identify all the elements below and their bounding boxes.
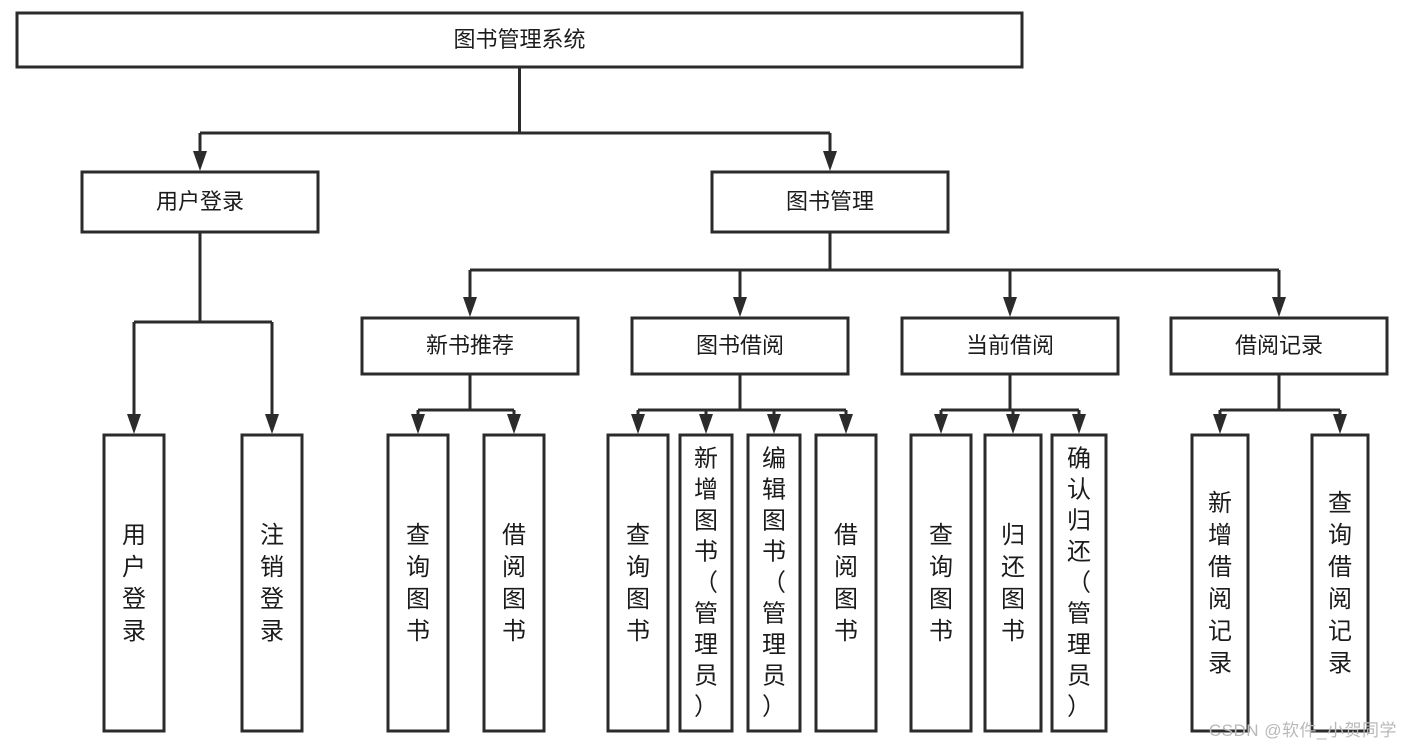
- node-box-borrow-add-book: [678, 433, 734, 733]
- node-label-user-login: 用户登录: [156, 189, 244, 214]
- node-box-current-return-book: [983, 433, 1043, 733]
- arrow-head-icon: [839, 414, 853, 434]
- node-label-current-confirm-return: 确认归还（管理员）: [1067, 446, 1091, 721]
- node-label-new-book-recommend: 新书推荐: [426, 333, 514, 358]
- node-box-current-query-book: [909, 433, 973, 733]
- arrow-head-icon: [1213, 414, 1227, 434]
- node-label-current-return-book: 归还图书: [1001, 522, 1025, 645]
- arrow-head-icon: [127, 414, 141, 434]
- node-label-records-add: 新增借阅记录: [1208, 490, 1232, 677]
- node-label-root: 图书管理系统: [453, 27, 585, 52]
- arrow-head-icon: [823, 151, 837, 171]
- node-borrow-add-book[interactable]: 新增图书（管理员）: [678, 433, 734, 733]
- node-label-book-borrow: 图书借阅: [696, 333, 784, 358]
- node-box-borrow-edit-book: [746, 433, 802, 733]
- node-box-user-login-leaf: [102, 433, 166, 733]
- node-user-login[interactable]: 用户登录: [80, 170, 320, 234]
- node-root[interactable]: 图书管理系统: [15, 11, 1024, 69]
- node-label-borrow-records: 借阅记录: [1235, 333, 1323, 358]
- node-box-book-borrow: [630, 316, 850, 376]
- arrow-head-icon: [699, 414, 713, 434]
- node-current-borrow[interactable]: 当前借阅: [900, 316, 1120, 376]
- node-recommend-borrow-book[interactable]: 借阅图书: [482, 433, 546, 733]
- arrow-head-icon: [193, 151, 207, 171]
- node-borrow-borrow-book[interactable]: 借阅图书: [814, 433, 878, 733]
- arrow-head-icon: [733, 297, 747, 317]
- nodes-layer: 图书管理系统用户登录用户登录注销登录图书管理新书推荐查询图书借阅图书图书借阅查询…: [15, 11, 1389, 733]
- node-box-current-borrow: [900, 316, 1120, 376]
- node-box-recommend-borrow-book: [482, 433, 546, 733]
- node-label-borrow-query-book: 查询图书: [626, 522, 650, 645]
- arrow-head-icon: [1006, 414, 1020, 434]
- node-book-borrow[interactable]: 图书借阅: [630, 316, 850, 376]
- arrow-head-icon: [265, 414, 279, 434]
- node-label-recommend-query-book: 查询图书: [406, 522, 430, 645]
- node-box-current-confirm-return: [1050, 433, 1108, 733]
- arrow-head-icon: [411, 414, 425, 434]
- node-current-return-book[interactable]: 归还图书: [983, 433, 1043, 733]
- node-box-root: [15, 11, 1024, 69]
- node-label-user-logout-leaf: 注销登录: [260, 522, 284, 645]
- node-label-borrow-borrow-book: 借阅图书: [834, 522, 858, 645]
- node-box-borrow-records: [1169, 316, 1389, 376]
- node-box-user-logout-leaf: [240, 433, 304, 733]
- node-label-borrow-edit-book: 编辑图书（管理员）: [762, 446, 786, 721]
- watermark-text: CSDN @软件_小贺同学: [1208, 721, 1397, 740]
- node-label-current-query-book: 查询图书: [929, 522, 953, 645]
- arrow-head-icon: [1003, 297, 1017, 317]
- node-label-current-borrow: 当前借阅: [966, 333, 1054, 358]
- node-label-user-login-leaf: 用户登录: [122, 522, 146, 645]
- node-label-borrow-add-book: 新增图书（管理员）: [694, 446, 718, 721]
- node-current-query-book[interactable]: 查询图书: [909, 433, 973, 733]
- node-records-add[interactable]: 新增借阅记录: [1190, 433, 1250, 733]
- node-borrow-edit-book[interactable]: 编辑图书（管理员）: [746, 433, 802, 733]
- connectors-layer: [127, 67, 1347, 434]
- arrow-head-icon: [1072, 414, 1086, 434]
- node-box-borrow-query-book: [606, 433, 670, 733]
- node-box-records-add: [1190, 433, 1250, 733]
- node-borrow-records[interactable]: 借阅记录: [1169, 316, 1389, 376]
- node-label-book-management: 图书管理: [786, 189, 874, 214]
- node-label-recommend-borrow-book: 借阅图书: [502, 522, 526, 645]
- arrow-head-icon: [1272, 297, 1286, 317]
- arrow-head-icon: [631, 414, 645, 434]
- arrow-head-icon: [463, 297, 477, 317]
- arrow-head-icon: [1333, 414, 1347, 434]
- node-box-new-book-recommend: [360, 316, 580, 376]
- arrow-head-icon: [934, 414, 948, 434]
- node-user-logout-leaf[interactable]: 注销登录: [240, 433, 304, 733]
- node-label-records-query: 查询借阅记录: [1328, 490, 1352, 677]
- node-book-management[interactable]: 图书管理: [710, 170, 950, 234]
- node-borrow-query-book[interactable]: 查询图书: [606, 433, 670, 733]
- node-recommend-query-book[interactable]: 查询图书: [386, 433, 450, 733]
- node-current-confirm-return[interactable]: 确认归还（管理员）: [1050, 433, 1108, 733]
- arrow-head-icon: [767, 414, 781, 434]
- node-records-query[interactable]: 查询借阅记录: [1310, 433, 1370, 733]
- arrow-head-icon: [507, 414, 521, 434]
- node-user-login-leaf[interactable]: 用户登录: [102, 433, 166, 733]
- node-box-recommend-query-book: [386, 433, 450, 733]
- node-new-book-recommend[interactable]: 新书推荐: [360, 316, 580, 376]
- node-box-borrow-borrow-book: [814, 433, 878, 733]
- node-box-records-query: [1310, 433, 1370, 733]
- node-box-book-management: [710, 170, 950, 234]
- node-box-user-login: [80, 170, 320, 234]
